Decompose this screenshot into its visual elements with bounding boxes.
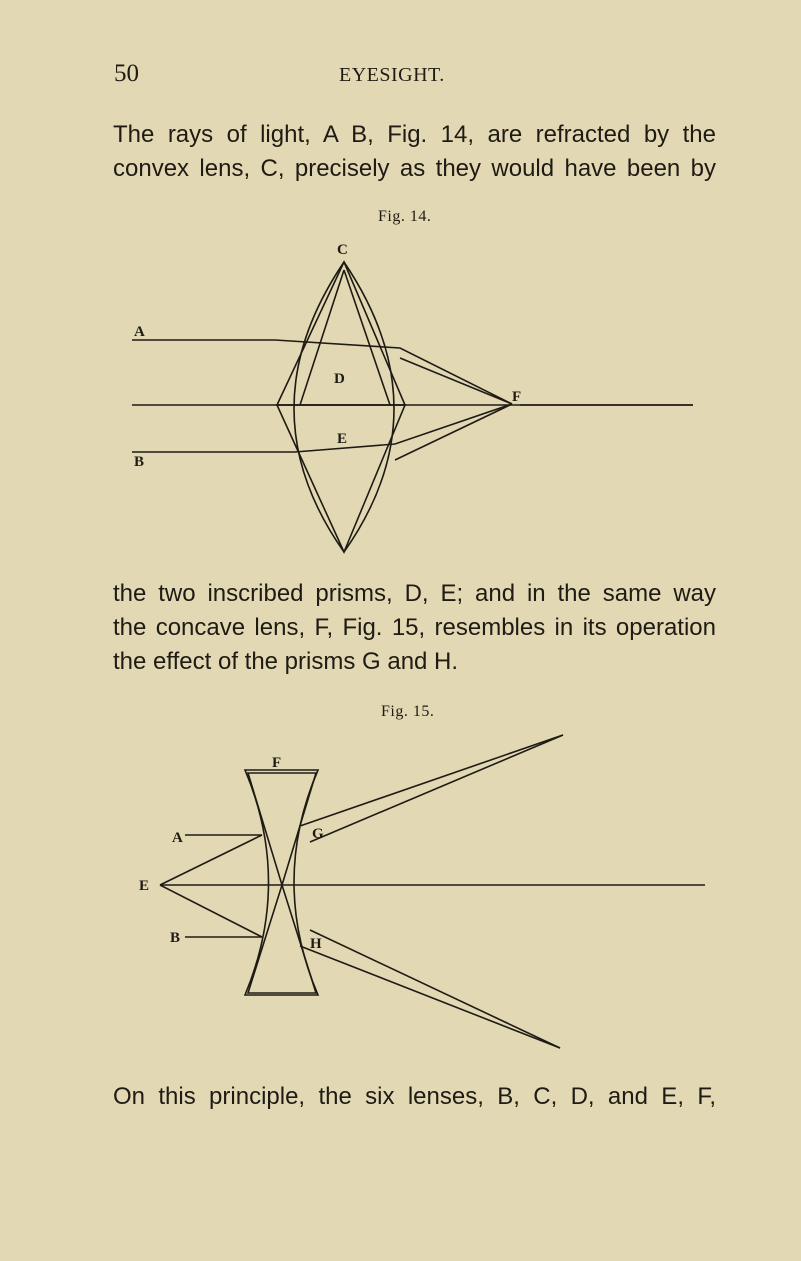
label-e: E	[337, 431, 347, 447]
figure-14-caption: Fig. 14.	[378, 208, 432, 225]
prism-g	[246, 772, 318, 888]
label-f: F	[512, 389, 521, 405]
label-d: D	[334, 371, 345, 387]
label-h: H	[310, 936, 322, 952]
label-c: C	[337, 242, 348, 258]
label-g: G	[312, 826, 324, 842]
running-head: 50 EYESIGHT.	[114, 60, 714, 90]
text-line: On this principle, the six lenses, B, C,…	[113, 1083, 716, 1110]
label-b: B	[134, 454, 144, 470]
text-line: the two inscribed prisms, D, E; and in t…	[113, 580, 716, 607]
figure-15-caption: Fig. 15.	[381, 703, 435, 720]
label-a: A	[172, 830, 183, 846]
label-b: B	[170, 930, 180, 946]
page-number: 50	[114, 60, 139, 87]
prism-h	[246, 882, 318, 994]
text-line: the effect of the prisms G and H.	[113, 648, 459, 675]
text-line: The rays of light, A B, Fig. 14, are ref…	[113, 121, 716, 148]
label-e: E	[139, 878, 149, 894]
running-title: EYESIGHT.	[339, 64, 445, 86]
label-f: F	[272, 755, 281, 771]
label-a: A	[134, 324, 145, 340]
text-line: convex lens, C, precisely as they would …	[113, 155, 716, 182]
text-line: the concave lens, F, Fig. 15, resembles …	[113, 614, 716, 641]
